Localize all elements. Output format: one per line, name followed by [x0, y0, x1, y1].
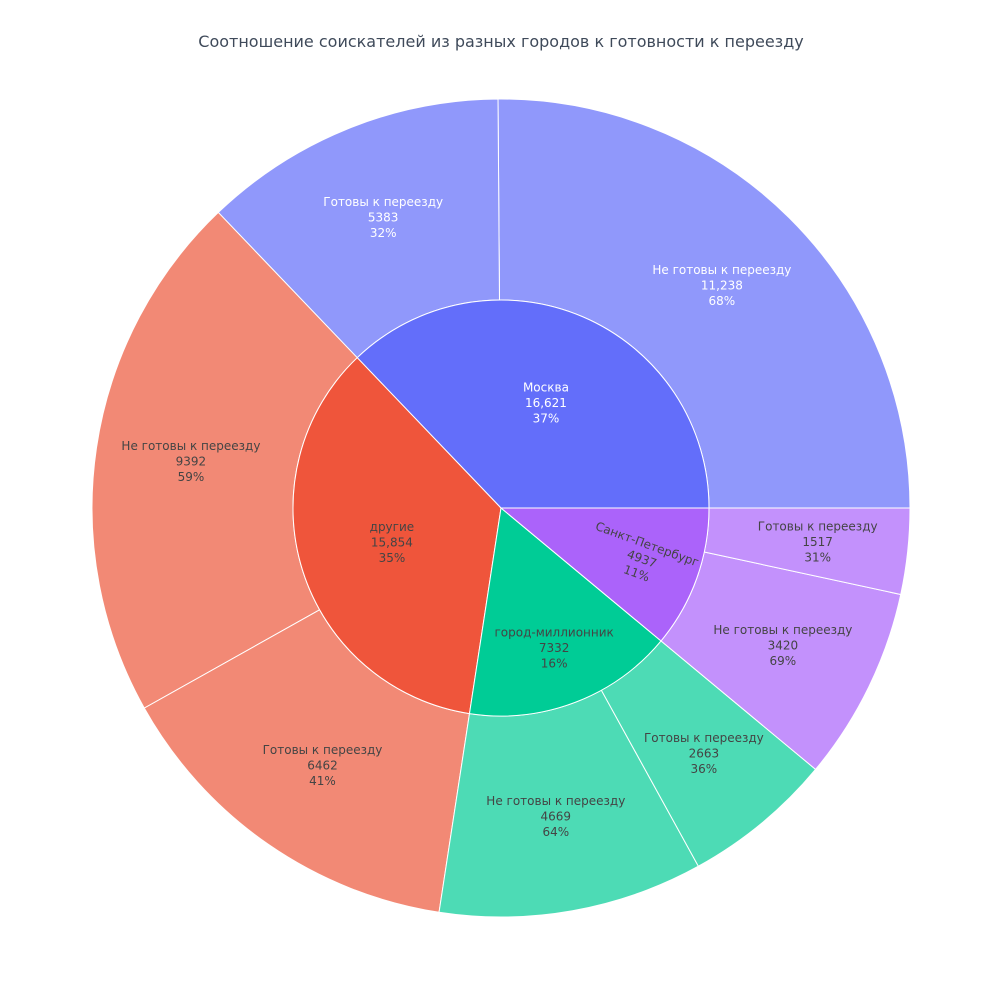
inner-slice-1[interactable]	[292, 356, 502, 715]
inner-slice-3[interactable]	[499, 507, 710, 642]
inner-slice-0[interactable]	[356, 299, 710, 509]
inner-slice-2[interactable]	[468, 507, 662, 717]
chart-title: Соотношение соискателей из разных городо…	[198, 32, 804, 51]
